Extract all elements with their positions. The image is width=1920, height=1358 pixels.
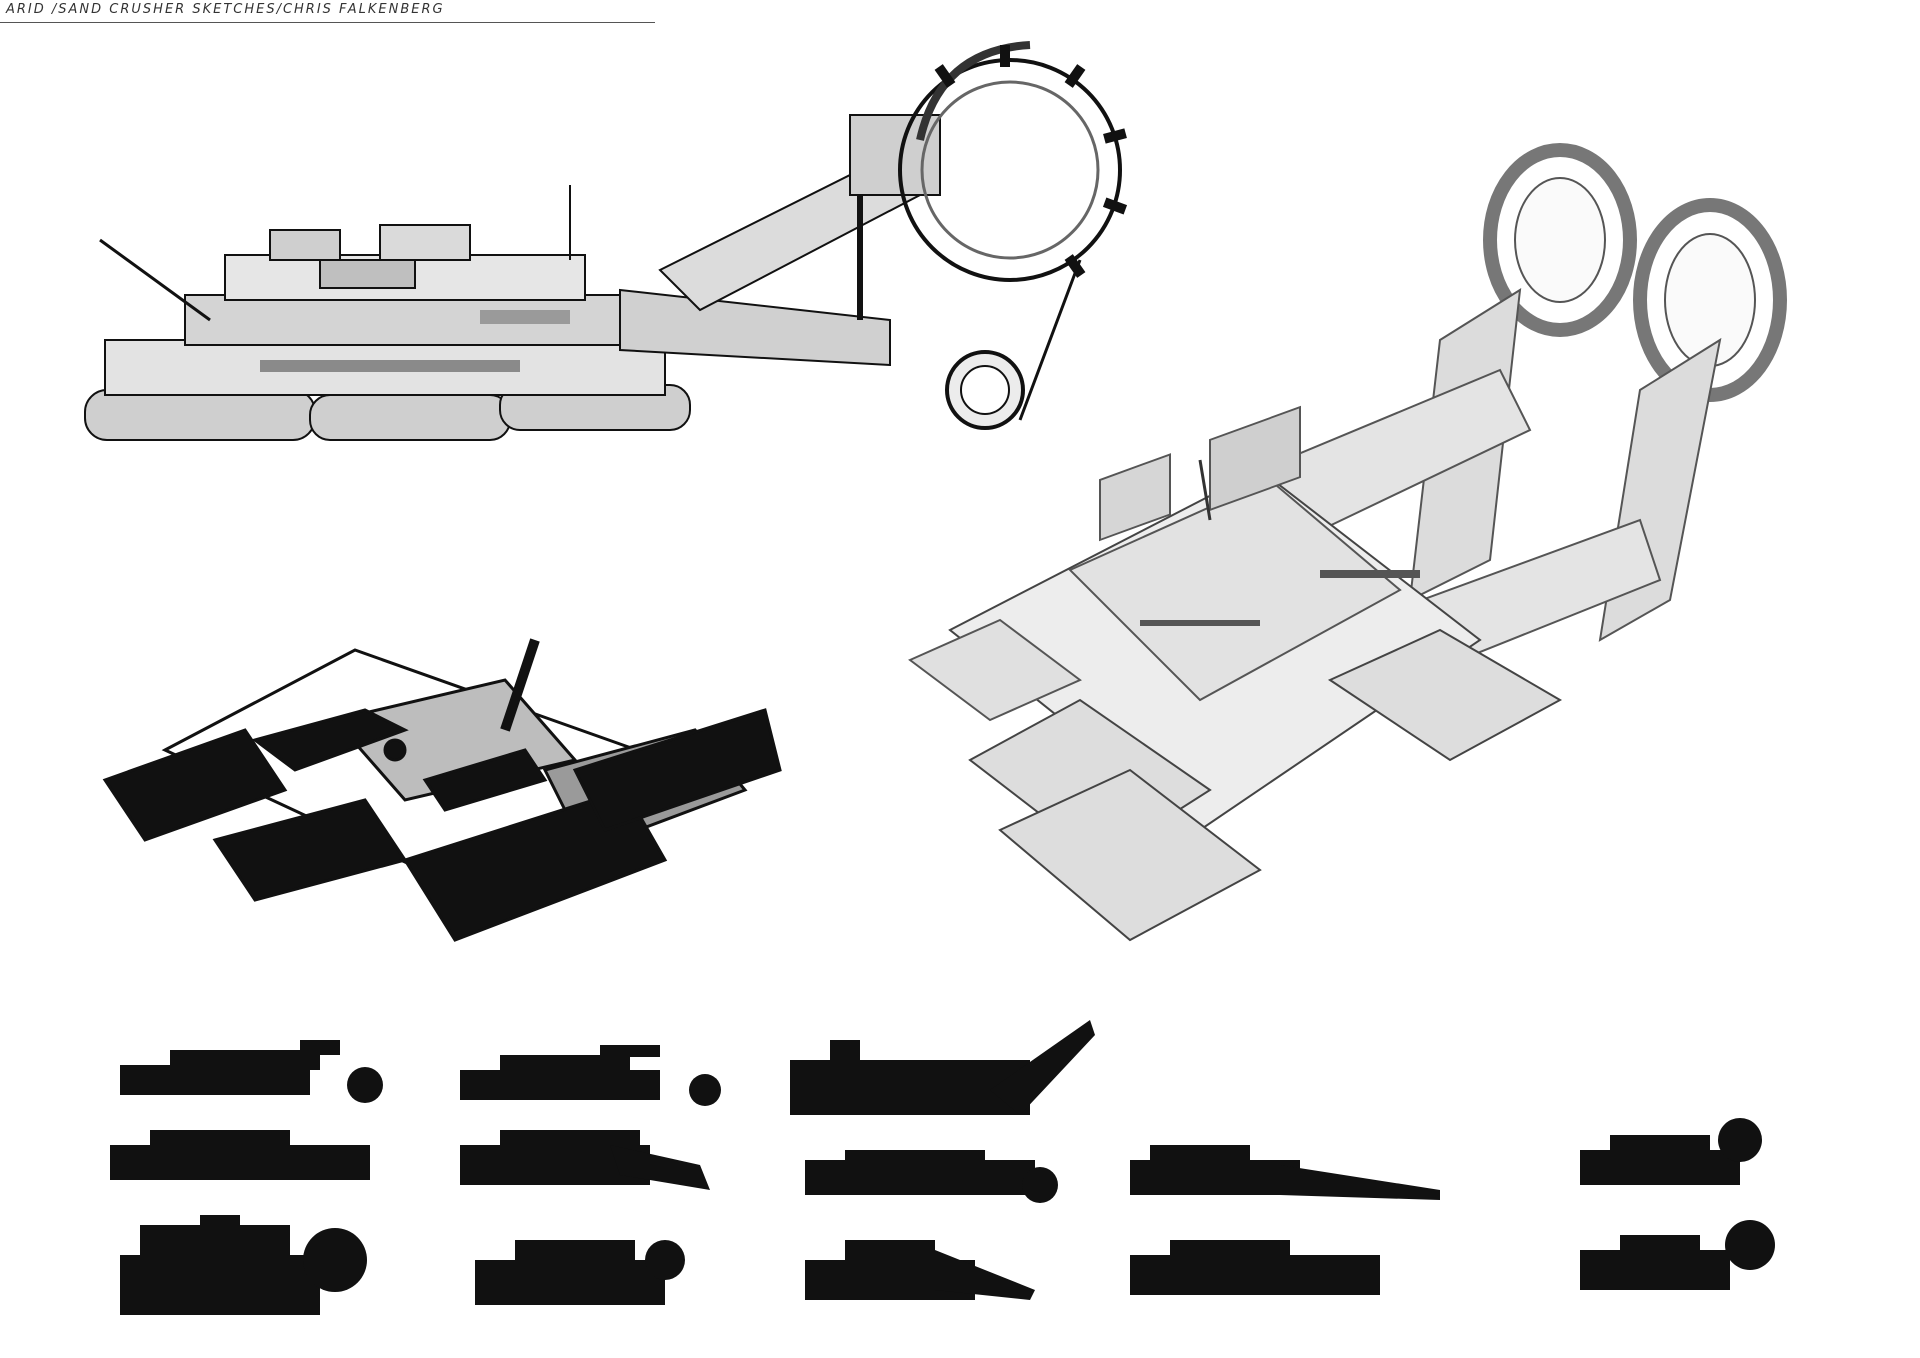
silhouette-11: [805, 1240, 1035, 1300]
track-rear: [84, 389, 316, 441]
header-underline: [0, 22, 655, 23]
three-quarter-view-sketch: [908, 143, 1787, 942]
twin-bucket-wheels-icon: [1483, 143, 1787, 402]
silhouette-13: [1580, 1220, 1775, 1290]
silhouette-9: [120, 1215, 367, 1315]
silhouette-2: [460, 1045, 721, 1106]
track-mid: [309, 394, 511, 441]
bucket-wheel-icon: [898, 41, 1128, 282]
silhouette-8: [1580, 1118, 1762, 1185]
cabin-b: [379, 224, 471, 261]
silhouette-7: [1130, 1145, 1440, 1200]
silhouette-10: [475, 1240, 685, 1305]
lower-boom: [619, 288, 891, 367]
track-top-far: [572, 708, 782, 832]
silhouette-3: [790, 1020, 1095, 1115]
silhouette-1: [120, 1040, 383, 1103]
silhouette-grid: [110, 1020, 1775, 1315]
top-view-sketch: [102, 638, 782, 942]
track-top-left: [102, 728, 288, 842]
sheet-header: ARID /SAND CRUSHER SKETCHES/CHRIS FALKEN…: [0, 0, 660, 26]
silhouette-12: [1130, 1240, 1380, 1295]
cabin-a: [269, 229, 341, 261]
silhouette-5: [460, 1130, 710, 1190]
sheet-title: ARID /SAND CRUSHER SKETCHES/CHRIS FALKEN…: [6, 2, 445, 17]
silhouette-4: [110, 1130, 370, 1180]
deck-upper: [1068, 478, 1402, 702]
side-view-sketch: [84, 41, 1128, 441]
track-right: [1327, 628, 1563, 762]
track-top-right: [402, 788, 668, 942]
track-rear-left: [998, 768, 1262, 942]
cabin-c: [319, 259, 416, 289]
silhouette-6: [805, 1150, 1058, 1203]
track-top-mid: [212, 798, 408, 902]
